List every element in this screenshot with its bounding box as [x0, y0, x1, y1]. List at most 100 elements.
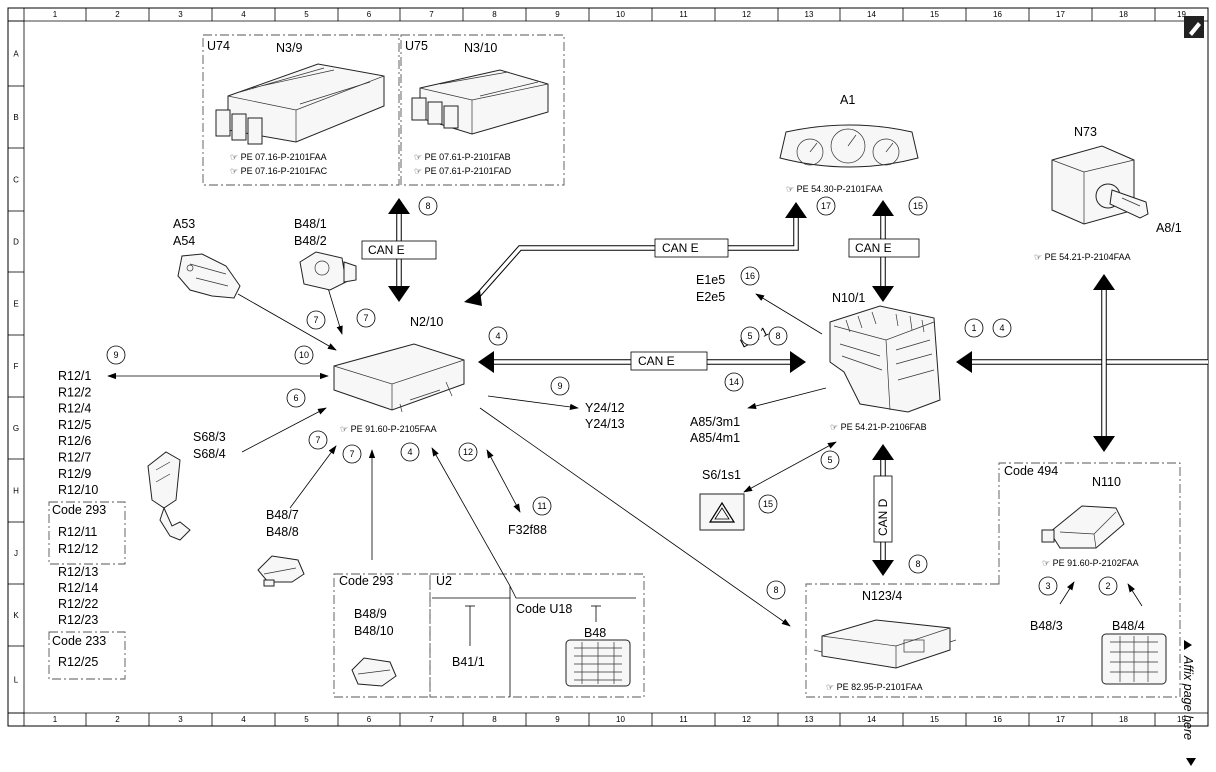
circled-number-ring: [992, 318, 1012, 338]
r12-item: R12/2: [58, 385, 91, 399]
circled-number-ring: [532, 496, 552, 516]
circled-number-ring: [820, 450, 840, 470]
circled-number-ring: [1098, 576, 1118, 596]
svg-text:CAN E: CAN E: [368, 243, 405, 257]
circled-number: 8: [425, 201, 430, 211]
svg-text:CAN E: CAN E: [638, 354, 675, 368]
grid-col-label: 2: [115, 715, 120, 724]
svg-text:☞ PE 91.60-P-2105FAA: ☞ PE 91.60-P-2105FAA: [340, 424, 437, 434]
circled-number: 7: [349, 449, 354, 459]
r12-item: R12/23: [58, 613, 98, 627]
ref-n110[interactable]: ☞ PE 91.60-P-2102FAA: [1042, 558, 1139, 568]
svg-text:☞ PE 82.95-P-2101FAA: ☞ PE 82.95-P-2101FAA: [826, 682, 923, 692]
ref-u75-b[interactable]: ☞ PE 07.61-P-2101FAD: [414, 166, 512, 176]
r12-item: R12/6: [58, 434, 91, 448]
circled-number-ring: [286, 388, 306, 408]
label-y24-12: Y24/12: [585, 401, 625, 415]
ref-u74-b[interactable]: ☞ PE 07.16-P-2101FAC: [230, 166, 328, 176]
circled-number-ring: [758, 494, 778, 514]
r12-item: R12/10: [58, 483, 98, 497]
r12-item: R12/25: [58, 655, 98, 669]
b48-4-sensor-mat-drawing: [1101, 633, 1167, 685]
grid-col-label: 14: [867, 10, 876, 19]
circled-number: 16: [745, 271, 755, 281]
label-b48-1: B48/1: [294, 217, 327, 231]
label-y24-13: Y24/13: [585, 417, 625, 431]
grid-col-label: 17: [1056, 10, 1065, 19]
grid-col-label: 3: [178, 715, 183, 724]
grid-col-label: 16: [993, 10, 1002, 19]
label-b48-7: B48/7: [266, 508, 299, 522]
grid-col-label: 4: [241, 715, 246, 724]
grid-col-label: 14: [867, 715, 876, 724]
n110-control-unit-drawing: [1041, 505, 1125, 549]
grid-row-label: B: [13, 113, 18, 122]
grid-row-label: L: [14, 676, 19, 685]
r12-item: R12/22: [58, 597, 98, 611]
r12-item: R12/7: [58, 451, 91, 465]
label-n10-1: N10/1: [832, 291, 865, 305]
r12-list-d: R12/25: [58, 655, 98, 669]
b48-1-sensor-drawing: [299, 251, 357, 291]
circled-number-ring: [356, 308, 376, 328]
circled-number: 8: [915, 559, 920, 569]
ref-u74-a[interactable]: ☞ PE 07.16-P-2101FAA: [230, 152, 327, 162]
label-n123-4: N123/4: [862, 589, 902, 603]
bus-label-can-e-mid: CAN E: [654, 238, 729, 258]
circled-number: 4: [407, 447, 412, 457]
circled-number: 9: [113, 350, 118, 360]
circled-number-ring: [400, 442, 420, 462]
svg-text:☞ PE 07.61-P-2101FAD: ☞ PE 07.61-P-2101FAD: [414, 166, 512, 176]
bus-label-can-e-right: CAN E: [848, 238, 920, 258]
ref-a1[interactable]: ☞ PE 54.30-P-2101FAA: [786, 184, 883, 194]
grid-labels: 1122334455667788991010111112121313141415…: [13, 10, 1187, 724]
circled-number: 9: [557, 381, 562, 391]
r12-item: R12/14: [58, 581, 98, 595]
circled-number-ring: [294, 345, 314, 365]
circled-number: 2: [1105, 581, 1110, 591]
r12-list-a: R12/1R12/2R12/4R12/5R12/6R12/7R12/9R12/1…: [58, 369, 98, 497]
svg-text:☞ PE 54.21-P-2106FAB: ☞ PE 54.21-P-2106FAB: [830, 422, 927, 432]
svg-text:☞ PE 91.60-P-2102FAA: ☞ PE 91.60-P-2102FAA: [1042, 558, 1139, 568]
circled-number-ring: [908, 196, 928, 216]
label-a54: A54: [173, 234, 195, 248]
label-n73: N73: [1074, 125, 1097, 139]
circled-number: 7: [313, 315, 318, 325]
b48-9-sensor-drawing: [351, 657, 397, 687]
r12-item: R12/11: [58, 525, 97, 539]
circled-number: 5: [827, 455, 832, 465]
n3-10-control-unit-drawing: [411, 69, 549, 135]
grid-col-label: 5: [304, 715, 309, 724]
grid-col-label: 9: [555, 10, 560, 19]
grid-row-label: F: [14, 362, 19, 371]
ref-n123-4[interactable]: ☞ PE 82.95-P-2101FAA: [826, 682, 923, 692]
label-u74: U74: [207, 39, 230, 53]
ref-n2-10[interactable]: ☞ PE 91.60-P-2105FAA: [340, 424, 437, 434]
grid-row-label: E: [13, 300, 18, 309]
label-b48-2: B48/2: [294, 234, 327, 248]
ref-u75-a[interactable]: ☞ PE 07.61-P-2101FAB: [414, 152, 511, 162]
ref-n10-1[interactable]: ☞ PE 54.21-P-2106FAB: [830, 422, 927, 432]
label-b48-9: B48/9: [354, 607, 387, 621]
bus-label-can-e-center: CAN E: [630, 351, 708, 371]
circled-number-ring: [964, 318, 984, 338]
label-a1: A1: [840, 93, 855, 107]
grid-col-label: 6: [367, 10, 372, 19]
circled-number-ring: [740, 326, 760, 346]
grid-col-label: 15: [930, 10, 939, 19]
code-293-bottom: Code 293: [339, 574, 393, 588]
grid-col-label: 4: [241, 10, 246, 19]
grid-col-label: 16: [993, 715, 1002, 724]
circled-number: 8: [775, 331, 780, 341]
bus-label-can-d: CAN D: [873, 475, 893, 543]
svg-text:☞ PE 54.21-P-2104FAA: ☞ PE 54.21-P-2104FAA: [1034, 252, 1131, 262]
label-n3-10: N3/10: [464, 41, 497, 55]
circled-number-ring: [418, 196, 438, 216]
label-b41-1: B41/1: [452, 655, 485, 669]
circled-number: 15: [913, 201, 923, 211]
ref-n73[interactable]: ☞ PE 54.21-P-2104FAA: [1034, 252, 1131, 262]
circled-number: 6: [293, 393, 298, 403]
